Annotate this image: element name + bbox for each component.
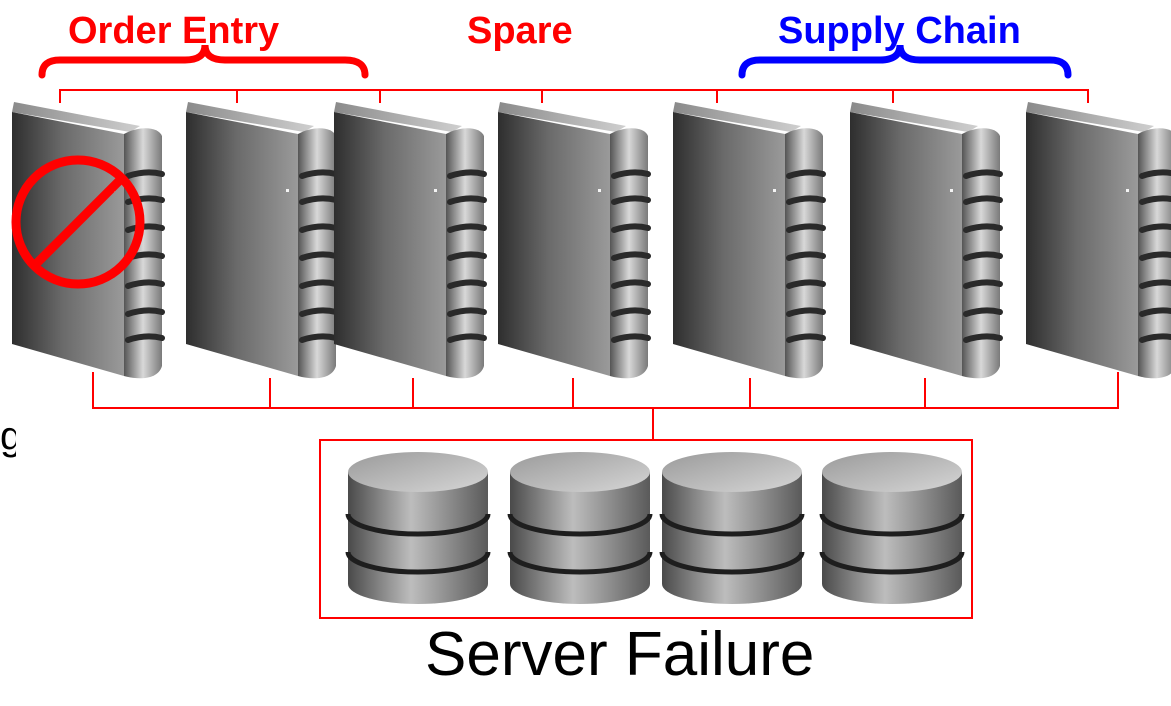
order-entry-brace [38,44,369,79]
prohibited-icon [11,155,145,289]
diagram-caption: Server Failure [425,620,815,689]
server-3-icon [334,102,484,378]
order-entry-label: Order Entry [68,10,280,52]
disk-2-icon [510,452,650,604]
server-4-icon [498,102,648,378]
server-6-icon [850,102,1000,378]
storage-array-frame [319,439,973,619]
server-rack [12,102,1171,378]
server-5-icon [673,102,823,378]
server-2-icon [186,102,336,378]
supply-chain-brace [738,44,1072,79]
disk-1-icon [348,452,488,604]
disk-4-icon [822,452,962,604]
disk-3-icon [662,452,802,604]
server-7-icon [1026,102,1171,378]
clipped-text-fragment: g [0,414,16,458]
top-network-bus [59,89,1089,103]
spare-label: Spare [467,10,573,52]
storage-disks [348,452,962,604]
supply-chain-label: Supply Chain [778,10,1021,52]
storage-network-bus [92,372,1119,440]
